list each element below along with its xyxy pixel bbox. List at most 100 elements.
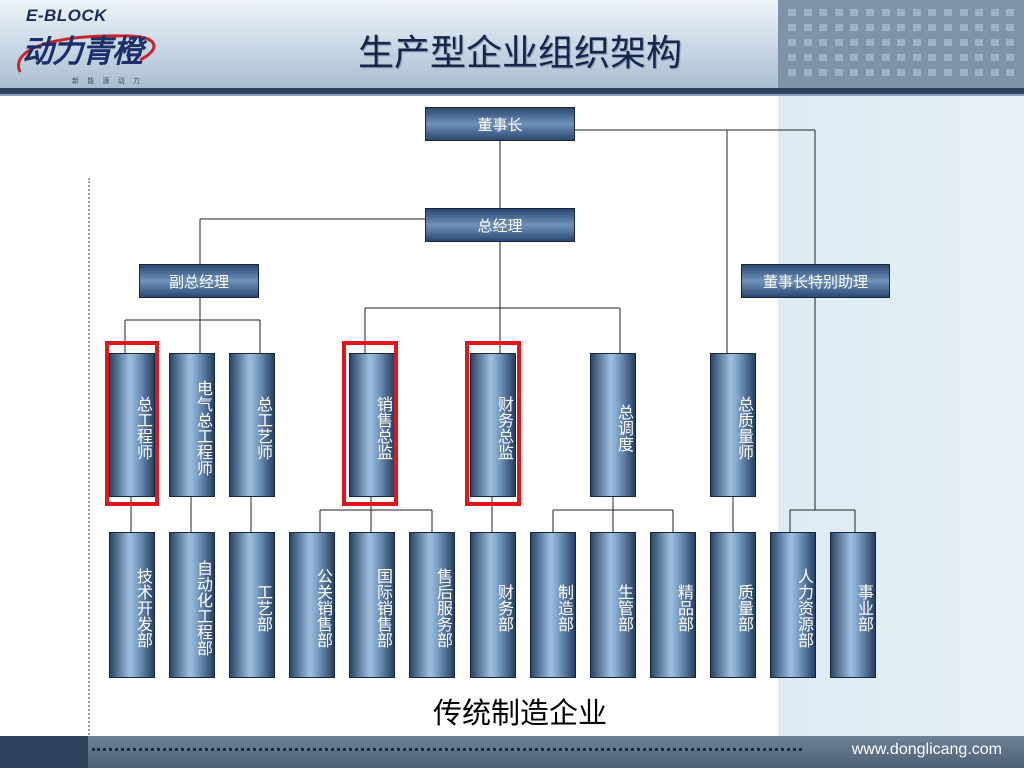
footer-left-block bbox=[0, 736, 88, 768]
dot-pattern-cell bbox=[990, 24, 999, 31]
dot-pattern-cell bbox=[819, 69, 828, 76]
dot-pattern-cell bbox=[819, 54, 828, 61]
dot-pattern-cell bbox=[803, 24, 812, 31]
dot-pattern-cell bbox=[788, 24, 796, 31]
dot-pattern-cell bbox=[959, 24, 968, 31]
dot-pattern-cell bbox=[803, 54, 812, 61]
org-node-chief-quality-engineer: 总质量师 bbox=[710, 353, 756, 497]
dot-pattern-cell bbox=[959, 69, 968, 76]
dot-pattern-cell bbox=[975, 39, 984, 46]
dot-pattern-cell bbox=[928, 54, 937, 61]
highlight-frame bbox=[465, 341, 521, 506]
org-node-chairman-assistant: 董事长特别助理 bbox=[741, 264, 890, 298]
dot-pattern-cell bbox=[881, 54, 890, 61]
dot-pattern-cell bbox=[865, 54, 874, 61]
logo: E-BLOCK 动力青橙 新 能 源 动 力 bbox=[10, 6, 170, 88]
dot-pattern-cell bbox=[943, 69, 952, 76]
org-node-sales-director: 销售总监 bbox=[349, 353, 395, 497]
dot-pattern-cell bbox=[990, 39, 999, 46]
org-node-chief-engineer: 总工程师 bbox=[109, 353, 155, 497]
org-node-manufacturing-dept: 制造部 bbox=[530, 532, 576, 678]
dot-pattern-cell bbox=[834, 24, 843, 31]
logo-brand-chinese: 动力青橙 bbox=[22, 34, 143, 70]
dot-pattern-cell bbox=[865, 69, 874, 76]
dot-pattern-cell bbox=[881, 69, 890, 76]
dot-pattern-cell bbox=[803, 39, 812, 46]
highlight-frame bbox=[342, 341, 398, 506]
dot-pattern-cell bbox=[912, 54, 921, 61]
dot-pattern-cell bbox=[928, 9, 937, 16]
dot-pattern-cell bbox=[865, 9, 874, 16]
dot-pattern-cell bbox=[897, 69, 906, 76]
dot-pattern-cell bbox=[881, 24, 890, 31]
dot-pattern-cell bbox=[850, 54, 859, 61]
header-divider bbox=[0, 88, 1024, 94]
dot-pattern-cell bbox=[850, 39, 859, 46]
dot-pattern-cell bbox=[1006, 24, 1015, 31]
dot-pattern-cell bbox=[850, 69, 859, 76]
dot-pattern-cell bbox=[1006, 9, 1015, 16]
diagram-caption: 传统制造企业 bbox=[432, 696, 607, 730]
dot-pattern-cell bbox=[959, 54, 968, 61]
org-node-production-control-dept: 生管部 bbox=[590, 532, 636, 678]
org-node-after-sales-dept: 售后服务部 bbox=[409, 532, 455, 678]
org-node-general-manager: 总经理 bbox=[425, 208, 575, 242]
org-node-chairman: 董事长 bbox=[425, 107, 575, 141]
dot-pattern-cell bbox=[990, 69, 999, 76]
footer-dotted-line bbox=[92, 748, 802, 751]
dot-pattern-cell bbox=[959, 39, 968, 46]
dot-pattern-cell bbox=[943, 9, 952, 16]
dot-pattern-cell bbox=[1006, 54, 1015, 61]
dot-pattern-cell bbox=[850, 24, 859, 31]
dot-pattern-cell bbox=[834, 54, 843, 61]
dot-pattern-cell bbox=[897, 39, 906, 46]
dot-pattern-cell bbox=[975, 24, 984, 31]
dot-pattern-cell bbox=[788, 9, 796, 16]
dot-pattern-cell bbox=[803, 69, 812, 76]
dot-pattern-cell bbox=[943, 39, 952, 46]
footer-bar bbox=[0, 736, 1024, 768]
dot-pattern-cell bbox=[897, 24, 906, 31]
dot-pattern-cell bbox=[897, 9, 906, 16]
dot-pattern-cell bbox=[990, 54, 999, 61]
org-node-chief-process-engineer: 总工艺师 bbox=[229, 353, 275, 497]
dot-pattern-cell bbox=[788, 39, 796, 46]
dot-pattern-cell bbox=[865, 39, 874, 46]
dot-pattern bbox=[785, 6, 1020, 82]
org-node-finance-director: 财务总监 bbox=[470, 353, 516, 497]
header-divider-light bbox=[0, 94, 1024, 96]
org-node-finance-dept: 财务部 bbox=[470, 532, 516, 678]
dot-pattern-cell bbox=[897, 54, 906, 61]
dot-pattern-cell bbox=[819, 24, 828, 31]
dot-pattern-cell bbox=[819, 39, 828, 46]
dot-pattern-cell bbox=[943, 24, 952, 31]
dot-pattern-cell bbox=[959, 9, 968, 16]
dot-pattern-cell bbox=[928, 69, 937, 76]
dot-pattern-cell bbox=[881, 39, 890, 46]
org-node-business-dept: 事业部 bbox=[830, 532, 876, 678]
org-node-hr-dept: 人力资源部 bbox=[770, 532, 816, 678]
dot-pattern-cell bbox=[834, 69, 843, 76]
dot-pattern-cell bbox=[819, 9, 828, 16]
org-node-international-sales-dept: 国际销售部 bbox=[349, 532, 395, 678]
dot-pattern-cell bbox=[912, 69, 921, 76]
logo-swoosh-icon bbox=[17, 34, 156, 73]
org-node-chief-electrical-engineer: 电气总工程师 bbox=[169, 353, 215, 497]
dot-pattern-cell bbox=[975, 9, 984, 16]
dot-pattern-cell bbox=[788, 69, 796, 76]
dot-pattern-cell bbox=[912, 39, 921, 46]
side-decoration bbox=[778, 96, 1024, 736]
dot-pattern-cell bbox=[850, 9, 859, 16]
org-node-deputy-gm: 副总经理 bbox=[139, 264, 259, 298]
dot-pattern-cell bbox=[912, 24, 921, 31]
org-node-quality-dept: 质量部 bbox=[710, 532, 756, 678]
dot-pattern-cell bbox=[928, 24, 937, 31]
footer-website-link[interactable]: www.donglicang.com bbox=[851, 741, 1002, 758]
dot-pattern-cell bbox=[803, 9, 812, 16]
dot-pattern-cell bbox=[834, 9, 843, 16]
org-node-automation-engineering-dept: 自动化工程部 bbox=[169, 532, 215, 678]
logo-tagline: 新 能 源 动 力 bbox=[72, 77, 143, 85]
dot-pattern-cell bbox=[788, 54, 796, 61]
org-node-boutique-dept: 精品部 bbox=[650, 532, 696, 678]
